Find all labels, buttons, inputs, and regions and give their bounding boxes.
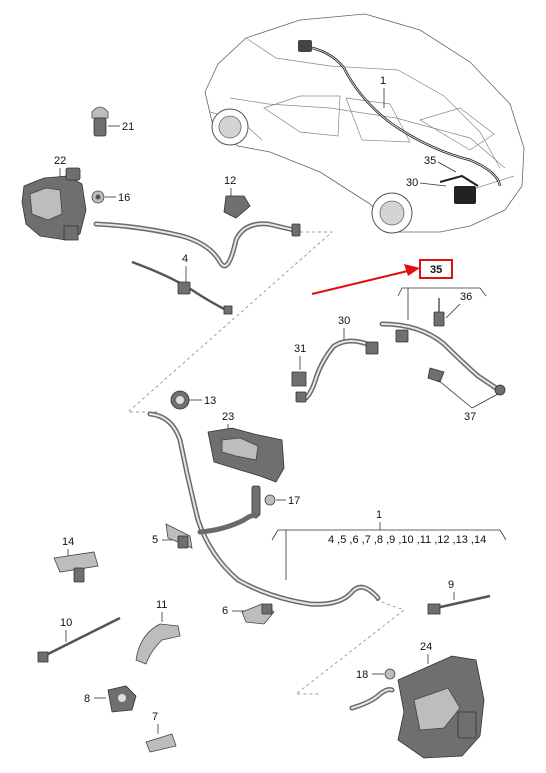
part-17-nozzle [251, 485, 276, 517]
callout-1-group: 1 [376, 509, 382, 521]
part-16-grommet [91, 190, 105, 204]
callout-22: 22 [54, 155, 66, 167]
part-18-grommet [384, 668, 396, 680]
part-9-cable-tie [427, 594, 491, 615]
callout-16: 16 [118, 192, 130, 204]
part-8-holder [107, 685, 137, 713]
part-6-clip [241, 603, 275, 625]
part-30-hose [295, 338, 379, 403]
callout-1-car: 1 [380, 75, 386, 87]
callout-23: 23 [222, 411, 234, 423]
callout-5: 5 [152, 534, 158, 546]
part-21-clip [91, 106, 109, 137]
part-36-valve [433, 298, 445, 327]
callout-4: 4 [182, 253, 188, 265]
callout-36: 36 [460, 291, 472, 303]
car-illustration [204, 13, 525, 234]
hose-assembly-lower [147, 411, 381, 607]
callout-8: 8 [84, 693, 90, 705]
callout-18: 18 [356, 669, 368, 681]
callout-13: 13 [204, 395, 216, 407]
bracket-35 [397, 287, 487, 297]
callout-9: 9 [448, 579, 454, 591]
callout-11: 11 [156, 599, 167, 611]
part-24-pump-housing [397, 655, 485, 759]
callout-6: 6 [222, 605, 228, 617]
callout-35-highlight: 35 [430, 264, 442, 276]
hose-assembly-left [93, 221, 301, 269]
callout-1-subparts: 4 ,5 ,6 ,7 ,8 ,9 ,10 ,11 ,12 ,13 ,14 [328, 534, 486, 546]
callout-17: 17 [288, 495, 300, 507]
callout-7: 7 [152, 711, 158, 723]
part-10-cable-tie [37, 616, 121, 663]
part-31-connector [291, 371, 307, 387]
callout-14: 14 [62, 536, 74, 548]
part-35-hose [379, 321, 506, 396]
part-11-guide [135, 623, 181, 665]
guide-line-lower [294, 599, 405, 695]
callout-24: 24 [420, 641, 432, 653]
part-5-clip [165, 523, 193, 549]
highlight-box-35 [419, 259, 453, 279]
part-4-cable-tie [131, 260, 233, 315]
callout-30-car: 30 [406, 177, 418, 189]
part-13-grommet [170, 390, 190, 410]
guide-line-upper [127, 231, 333, 413]
part-14-bracket [53, 551, 99, 583]
callout-30: 30 [338, 315, 350, 327]
hose-to-pump [349, 687, 395, 711]
part-7-clip [145, 733, 177, 753]
callout-35-car: 35 [424, 155, 436, 167]
callout-31: 31 [294, 343, 306, 355]
part-12-elbow [223, 195, 251, 219]
callout-12: 12 [224, 175, 236, 187]
red-pointer-arrow [311, 264, 420, 295]
part-23-bracket [207, 427, 285, 483]
bracket-1 [271, 529, 507, 541]
callout-10: 10 [60, 617, 72, 629]
callout-37: 37 [464, 411, 476, 423]
part-22-reservoir [21, 167, 87, 241]
callout-21: 21 [122, 121, 134, 133]
